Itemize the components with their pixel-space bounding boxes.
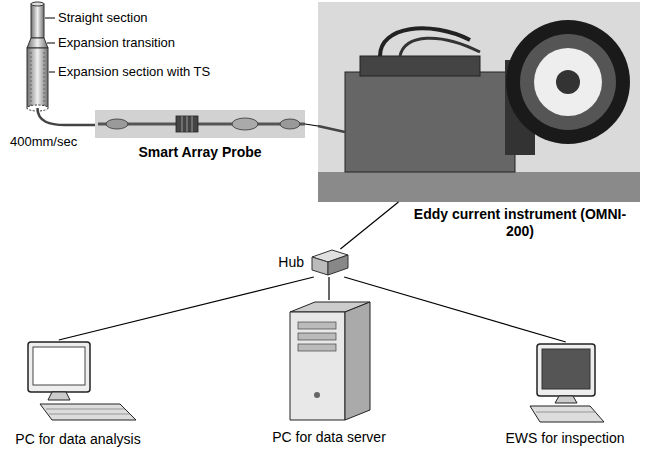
network-cable bbox=[305, 124, 318, 126]
server-pc: PC for data server bbox=[285, 300, 373, 422]
workstation-icon bbox=[537, 344, 595, 396]
server-icon bbox=[290, 302, 370, 420]
workstation-icon bbox=[530, 406, 604, 422]
probe-photo: Smart Array Probe bbox=[95, 110, 305, 138]
leader-line bbox=[45, 18, 55, 72]
node-caption: Eddy current instrument (OMNI-200) bbox=[410, 206, 630, 240]
server-icon bbox=[298, 344, 336, 351]
node-label: Eddy current instrument (OMNI-200) bbox=[410, 206, 630, 240]
probe-photo bbox=[192, 116, 193, 132]
server-icon bbox=[314, 392, 320, 398]
node-label: Hub bbox=[256, 254, 304, 271]
part-label: 400mm/sec bbox=[10, 134, 77, 150]
analysis-pc: PC for data analysis bbox=[18, 340, 138, 425]
server-icon bbox=[298, 333, 336, 340]
instrument-photo bbox=[318, 2, 640, 202]
tube-illustration bbox=[31, 52, 32, 106]
node-label: PC for data analysis bbox=[8, 431, 148, 448]
pc-icon bbox=[46, 409, 125, 410]
node-caption: PC for data analysis bbox=[8, 431, 148, 448]
probe-photo bbox=[232, 118, 258, 130]
workstation-icon bbox=[530, 344, 604, 422]
workstation-icon bbox=[542, 349, 590, 389]
pc-icon bbox=[49, 414, 130, 415]
tube-illustration bbox=[38, 108, 96, 125]
instrument-photo bbox=[318, 2, 640, 202]
instrument-photo bbox=[360, 56, 480, 76]
leader-line bbox=[45, 18, 55, 19]
pc-icon bbox=[28, 342, 90, 392]
part-label: Expansion section with TS bbox=[58, 64, 210, 80]
node-caption: Smart Array Probe bbox=[95, 144, 305, 161]
server-icon bbox=[290, 312, 345, 420]
network-cable bbox=[340, 202, 398, 249]
instrument-photo bbox=[556, 70, 580, 94]
server-icon bbox=[298, 322, 336, 329]
probe-photo bbox=[98, 123, 305, 126]
node-caption: PC for data server bbox=[245, 429, 413, 446]
tube-illustration bbox=[44, 52, 45, 106]
tube-illustration bbox=[31, 2, 44, 6]
probe-photo bbox=[187, 116, 188, 132]
pc-icon bbox=[48, 392, 70, 400]
inspection-workstation: EWS for inspection bbox=[525, 342, 605, 427]
probe-photo bbox=[95, 110, 305, 138]
instrument-photo bbox=[520, 34, 616, 130]
probe-photo bbox=[95, 110, 305, 138]
instrument-photo bbox=[318, 126, 345, 132]
instrument-photo bbox=[534, 48, 602, 116]
node-caption: Hub bbox=[256, 254, 304, 271]
network-cable bbox=[328, 277, 329, 300]
network-hub: Hub bbox=[310, 249, 348, 277]
probe-photo bbox=[176, 116, 198, 132]
instrument-photo bbox=[506, 20, 630, 144]
leader-line bbox=[47, 43, 55, 44]
instrument-photo bbox=[345, 72, 515, 172]
tube-illustration bbox=[27, 38, 48, 48]
probe-photo bbox=[280, 119, 300, 129]
node-label: EWS for inspection bbox=[495, 430, 635, 447]
probe-photo bbox=[182, 116, 183, 132]
workstation-icon bbox=[536, 412, 596, 413]
leader-line bbox=[49, 72, 55, 73]
pc-icon bbox=[33, 347, 85, 385]
node-caption: EWS for inspection bbox=[495, 430, 635, 447]
instrument-photo bbox=[400, 38, 480, 56]
server-icon bbox=[345, 302, 370, 420]
part-label: Expansion transition bbox=[58, 35, 175, 51]
pc-icon bbox=[28, 342, 136, 420]
tube-illustration bbox=[27, 48, 48, 108]
tube-illustration bbox=[31, 4, 44, 38]
pc-icon bbox=[40, 404, 136, 420]
probe-photo bbox=[106, 119, 128, 129]
hub-icon bbox=[312, 257, 328, 275]
instrument-photo: Eddy current instrument (OMNI-200) bbox=[318, 2, 640, 202]
hub-icon bbox=[312, 250, 348, 275]
node-label: Smart Array Probe bbox=[95, 144, 305, 161]
node-label: PC for data server bbox=[245, 429, 413, 446]
part-label: Straight section bbox=[58, 10, 148, 26]
network-cable bbox=[59, 277, 314, 340]
instrument-photo bbox=[318, 172, 640, 202]
hub-icon bbox=[328, 255, 348, 275]
workstation-icon bbox=[555, 396, 577, 403]
network-cable bbox=[344, 277, 566, 342]
